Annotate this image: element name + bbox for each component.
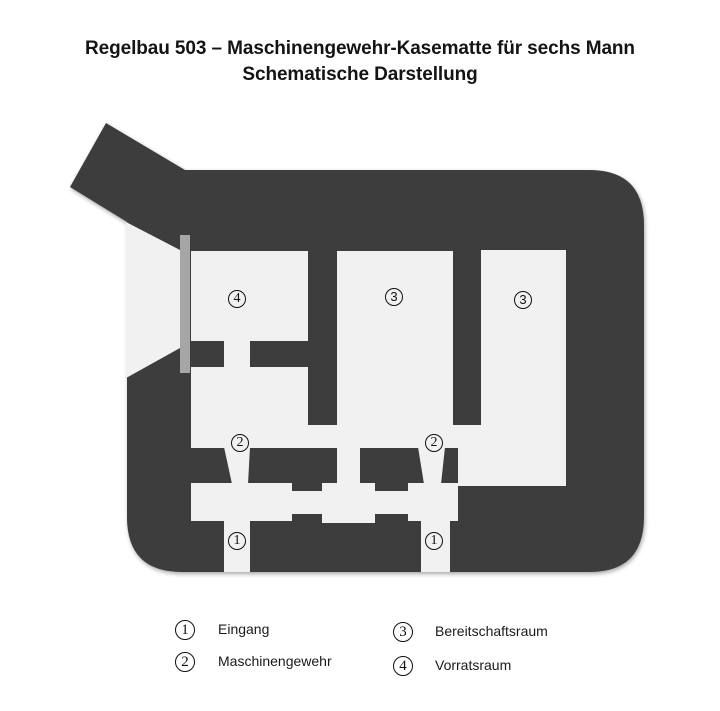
marker-entrance-right: 1 bbox=[425, 532, 443, 550]
legend-label-bereitschaftsraum: Bereitschaftsraum bbox=[435, 623, 548, 639]
marker-room-3-middle: 3 bbox=[385, 288, 403, 306]
left-opening bbox=[126, 222, 180, 378]
legend-label-vorratsraum: Vorratsraum bbox=[435, 657, 512, 673]
legend-label-maschinengewehr: Maschinengewehr bbox=[218, 653, 332, 669]
room-3-middle bbox=[337, 251, 453, 425]
room-4-vorratsraum bbox=[191, 251, 308, 341]
gas-door-bar bbox=[180, 235, 190, 373]
diagram-subtitle: Schematische Darstellung bbox=[242, 64, 478, 85]
room-4-door-gap bbox=[224, 340, 250, 368]
diagram-title: Regelbau 503 – Maschinengewehr-Kasematte… bbox=[85, 38, 635, 59]
legend-num-3: 3 bbox=[393, 622, 413, 642]
right-passage bbox=[458, 447, 481, 486]
marker-mg-right: 2 bbox=[425, 434, 443, 452]
legend-label-eingang: Eingang bbox=[218, 621, 270, 637]
embrasure-right bbox=[418, 447, 445, 484]
marker-mg-left: 2 bbox=[231, 434, 249, 452]
marker-room-3-right: 3 bbox=[514, 291, 532, 309]
legend-num-2: 2 bbox=[175, 652, 195, 672]
lower-corridor-right bbox=[408, 483, 458, 521]
marker-room-4: 4 bbox=[228, 290, 246, 308]
legend-num-4: 4 bbox=[393, 656, 413, 676]
main-corridor bbox=[191, 425, 481, 448]
central-passage bbox=[337, 447, 360, 487]
room-3-right bbox=[481, 250, 566, 486]
marker-entrance-left: 1 bbox=[228, 532, 246, 550]
lower-corridor-center bbox=[322, 483, 375, 523]
lower-corridor-mid1 bbox=[292, 491, 322, 514]
lower-corridor-left bbox=[191, 483, 292, 521]
west-hall bbox=[191, 367, 308, 425]
lower-corridor-mid2 bbox=[375, 491, 408, 514]
legend-num-1: 1 bbox=[175, 620, 195, 640]
embrasure-left bbox=[224, 447, 250, 484]
interior-spaces bbox=[191, 250, 566, 572]
